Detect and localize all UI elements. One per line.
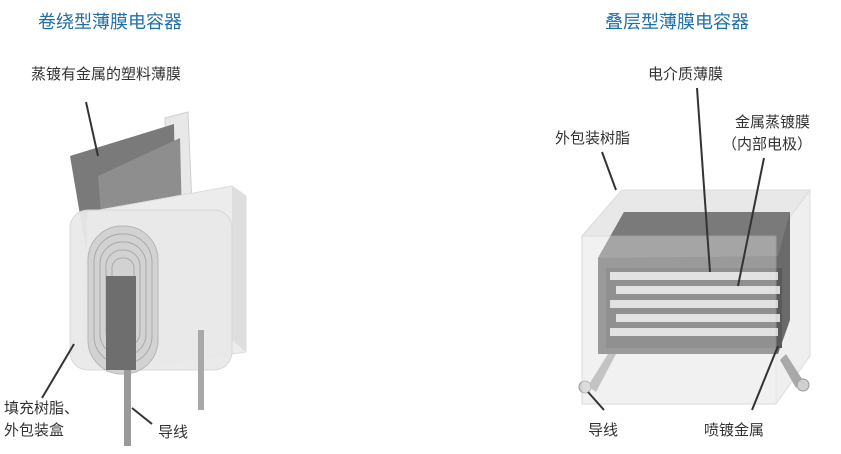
- electrode-strip: [106, 276, 136, 370]
- lead-wire-right: [198, 330, 204, 410]
- lead-wire-right-stack: [780, 354, 804, 388]
- stacked-capacitor-title: 叠层型薄膜电容器: [605, 12, 749, 33]
- wound-leader-lines: [41, 101, 153, 425]
- wound-capacitor-illustration: [69, 111, 247, 446]
- label-sprayed-metal: 喷镀金属: [704, 421, 765, 439]
- label-metallized-film: 蒸镀有金属的塑料薄膜: [31, 65, 182, 83]
- label-dielectric-film: 电介质薄膜: [648, 65, 724, 83]
- lead-wire-left-stack: [588, 354, 616, 392]
- stack-top: [598, 212, 790, 258]
- label-resin-case-line2: 外包装盒: [4, 421, 65, 439]
- stacked-capacitor-illustration: [578, 189, 811, 405]
- label-resin-case-line1: 填充树脂、: [4, 399, 80, 417]
- label-outer-resin: 外包装树脂: [555, 129, 631, 147]
- dielectric-layers: [610, 328, 778, 336]
- wound-capacitor-title: 卷绕型薄膜电容器: [38, 12, 182, 33]
- label-lead-wound: 导线: [158, 423, 189, 441]
- label-metal-film-line2: （内部电极）: [722, 135, 813, 153]
- label-lead-stacked: 导线: [588, 421, 619, 439]
- stacked-leader-lines: [587, 87, 779, 411]
- lead-wire-left: [124, 370, 131, 446]
- label-metal-film-line1: 金属蒸镀膜: [735, 113, 811, 131]
